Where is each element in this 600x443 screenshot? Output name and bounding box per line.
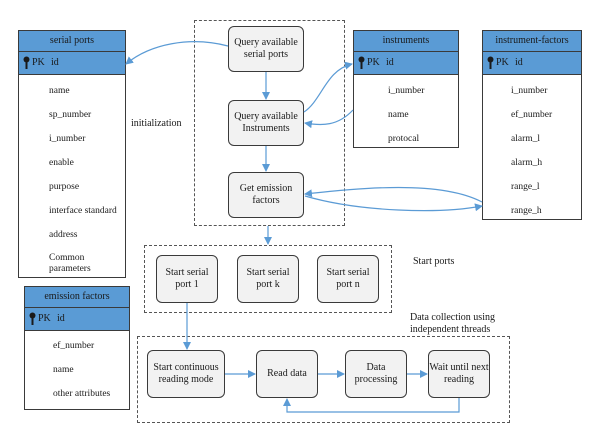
pk-label: PK [32, 57, 45, 68]
pk-label: PK [38, 313, 51, 324]
start-serial-port-n-box: Start serial port n [317, 255, 379, 303]
field-range-l: range_l [511, 182, 540, 192]
pk-field: id [386, 57, 394, 68]
field-purpose: purpose [49, 182, 80, 192]
arrow-loop-wait-to-read [283, 398, 460, 413]
field-interface-standard: interface standard [49, 206, 117, 216]
field-sp-number: sp_number [49, 110, 92, 120]
initialization-label: initialization [131, 118, 182, 129]
emission-factors-pk-row: PK id [25, 308, 129, 331]
field-common-parameters: Common parameters [49, 253, 91, 274]
instruments-table: instruments PK id i_number name protocal [353, 30, 459, 148]
query-serial-ports-box: Query available serial ports [228, 26, 304, 72]
pk-label: PK [367, 57, 380, 68]
serial-ports-title: serial ports [19, 31, 125, 52]
data-collection-group [137, 336, 510, 423]
emission-factors-title: emission factors [25, 287, 129, 308]
arrow-query-to-instruments [303, 61, 353, 113]
field-i-number: i_number [511, 86, 548, 96]
start-ports-group [144, 245, 392, 313]
pk-field: id [57, 313, 65, 324]
field-name: name [53, 365, 74, 375]
initialization-group [194, 20, 345, 226]
field-address: address [49, 230, 78, 240]
start-continuous-reading-box: Start continuous reading mode [147, 350, 225, 398]
key-icon [29, 312, 36, 325]
pk-field: id [51, 57, 59, 68]
field-ef-number: ef_number [511, 110, 553, 120]
start-ports-label: Start ports [413, 256, 455, 267]
field-alarm-h: alarm_h [511, 158, 543, 168]
field-protocal: protocal [388, 134, 420, 144]
arrow-instruments-return [304, 109, 354, 129]
wait-next-reading-box: Wait until next reading [428, 350, 490, 398]
key-icon [23, 56, 30, 69]
field-range-h: range_h [511, 206, 542, 216]
instruments-title: instruments [354, 31, 458, 52]
arrow-query-to-serial-ports [125, 41, 229, 65]
pk-label: PK [496, 57, 509, 68]
instrument-factors-pk-row: PK id [483, 52, 581, 75]
field-other-attributes: other attributes [53, 389, 111, 399]
start-serial-port-k-box: Start serial port k [237, 255, 299, 303]
data-collection-label: Data collection using independent thread… [410, 312, 495, 335]
field-enable: enable [49, 158, 74, 168]
field-i-number: i_number [388, 86, 425, 96]
query-instruments-box: Query available Instruments [228, 100, 304, 146]
field-name: name [49, 86, 70, 96]
field-alarm-l: alarm_l [511, 134, 541, 144]
serial-ports-pk-row: PK id [19, 52, 125, 75]
field-i-number: i_number [49, 134, 86, 144]
arrow-get-to-factors-table [304, 195, 483, 212]
data-processing-box: Data processing [345, 350, 407, 398]
key-icon [358, 56, 365, 69]
field-name: name [388, 110, 409, 120]
instruments-pk-row: PK id [354, 52, 458, 75]
read-data-box: Read data [256, 350, 318, 398]
pk-field: id [515, 57, 523, 68]
instrument-factors-table: instrument-factors PK id i_number ef_num… [482, 30, 582, 220]
field-ef-number: ef_number [53, 341, 95, 351]
start-serial-port-1-box: Start serial port 1 [156, 255, 218, 303]
emission-factors-table: emission factors PK id ef_number name ot… [24, 286, 130, 410]
get-emission-factors-box: Get emission factors [228, 172, 304, 218]
key-icon [487, 56, 494, 69]
serial-ports-table: serial ports PK id name sp_number i_numb… [18, 30, 126, 278]
arrow-factors-table-to-get [304, 186, 483, 203]
instrument-factors-title: instrument-factors [483, 31, 581, 52]
